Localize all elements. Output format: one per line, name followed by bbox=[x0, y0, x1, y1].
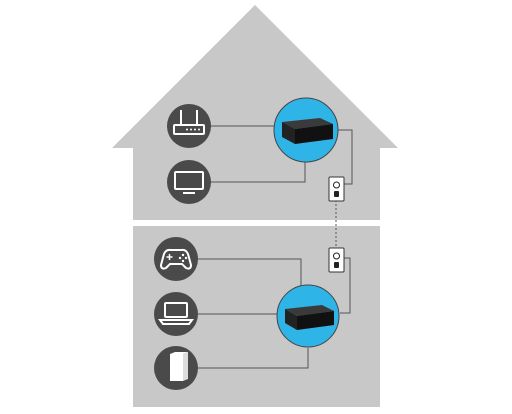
floor-divider bbox=[133, 220, 380, 226]
tv-icon bbox=[174, 171, 204, 194]
upper-powerline-adapter bbox=[273, 97, 339, 163]
wall-outlet-icon bbox=[333, 181, 340, 197]
desktop-tower-device bbox=[154, 346, 198, 390]
wall-outlet-icon bbox=[333, 252, 340, 268]
desktop-tower-icon bbox=[170, 352, 188, 381]
laptop-device bbox=[154, 292, 198, 336]
gamepad-icon bbox=[159, 248, 193, 270]
adapter-box-icon bbox=[285, 305, 334, 330]
upper-wall-outlet bbox=[328, 176, 345, 202]
lower-wall-outlet bbox=[328, 247, 345, 273]
adapter-box-icon bbox=[282, 118, 333, 144]
cable-gamepad-to-adapter bbox=[198, 258, 302, 288]
laptop-icon bbox=[158, 302, 194, 325]
cable-tower-to-adapter bbox=[198, 348, 309, 369]
gamepad-device bbox=[154, 237, 198, 281]
tv-device bbox=[167, 160, 211, 204]
router-icon bbox=[173, 110, 205, 135]
cable-lower-adapter-to-outlet bbox=[340, 257, 351, 314]
cable-upper-adapter-to-outlet bbox=[338, 129, 353, 185]
house-upper-floor bbox=[112, 5, 398, 220]
router-device bbox=[167, 104, 211, 148]
cable-tv-to-adapter bbox=[210, 162, 306, 183]
cables bbox=[198, 125, 353, 369]
lower-powerline-adapter bbox=[276, 284, 340, 348]
